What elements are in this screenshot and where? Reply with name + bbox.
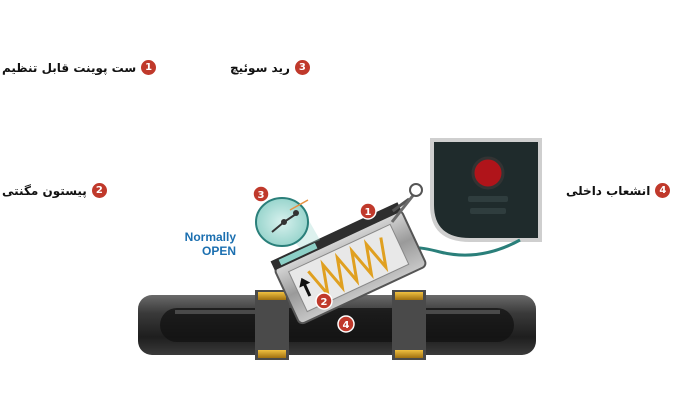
normally-open-label: Normally OPEN [178,230,236,258]
legend-badge-2: 2 [91,183,107,198]
legend-text-1: ست پوینت قابل تنظیم [2,60,137,75]
normally-label-line1: Normally [184,230,237,244]
legend-badge-1: 1 [141,60,157,75]
callout-3: 3 [252,185,270,203]
callout-2: 2 [315,292,333,310]
spring [307,237,389,300]
svg-text:4: 4 [343,320,350,331]
legend-item-1: 1 ست پوینت قابل تنظیم [2,60,157,75]
legend-item-3: 3 رید سوئیچ [230,60,310,75]
normally-label-line2: OPEN [202,244,237,258]
fitting-right [392,290,426,360]
legend-text-4: انشعاب داخلی [566,183,651,198]
fitting-left [255,290,289,360]
legend-text-3: رید سوئیچ [230,60,290,75]
svg-text:2: 2 [321,297,328,308]
callout-1: 1 [359,202,377,220]
indicator-light-icon [471,156,505,190]
setpoint-lever [390,192,417,223]
legend-item-2: 2 پیستون مگنتی [2,183,107,198]
legend-item-4: 4 انشعاب داخلی [566,183,671,198]
legend-text-2: پیستون مگنتی [2,183,87,198]
svg-text:3: 3 [258,190,265,201]
setpoint-knob [409,183,423,197]
callout-4: 4 [337,315,355,333]
control-panel [430,138,542,242]
svg-text:1: 1 [365,207,372,218]
legend-badge-4: 4 [655,183,671,198]
flow-arrow-icon [299,277,311,288]
legend-badge-3: 3 [294,60,310,75]
